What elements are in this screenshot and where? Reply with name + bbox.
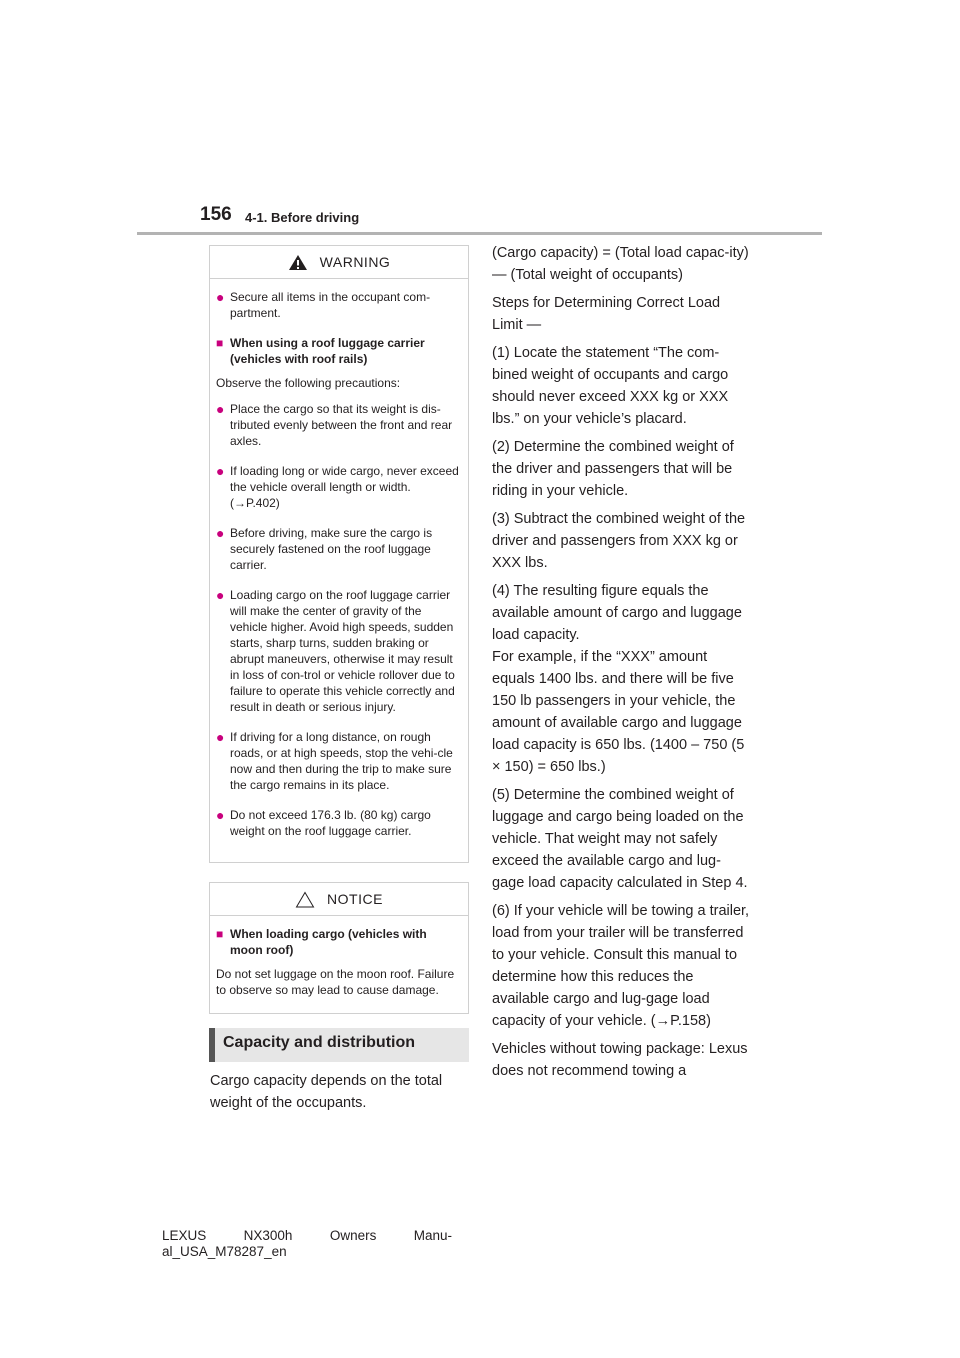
warning-title: WARNING	[319, 254, 391, 270]
warning-header: WARNING	[210, 246, 468, 279]
right-column: (Cargo capacity) = (Total load capac-ity…	[492, 242, 750, 1088]
footer-line-2: al_USA_M78287_en	[162, 1244, 287, 1259]
notice-box: NOTICE ■ When loading cargo (vehicles wi…	[209, 882, 469, 1014]
footer-word: Manu-	[413, 1228, 452, 1243]
notice-text: Do not set luggage on the moon roof. Fai…	[216, 967, 455, 997]
paragraph: Vehicles without towing package: Lexus d…	[492, 1041, 748, 1079]
caution-icon	[295, 891, 315, 907]
notice-header: NOTICE	[210, 883, 468, 916]
header-divider	[137, 232, 822, 235]
footer-word: Owners	[329, 1228, 377, 1243]
bullet-icon: ●	[216, 729, 225, 745]
notice-title: NOTICE	[327, 891, 383, 907]
paragraph: (2) Determine the combined weight of the…	[492, 439, 734, 499]
square-bullet-icon: ■	[216, 336, 224, 350]
bullet-icon: ●	[216, 401, 225, 417]
paragraph: For example, if the “XXX” amount equals …	[492, 649, 745, 775]
warning-item: ● Place the cargo so that its weight is …	[216, 401, 453, 448]
capacity-heading: Capacity and distribution	[209, 1028, 469, 1062]
bullet-icon: ●	[216, 289, 225, 305]
warning-icon	[288, 254, 307, 270]
paragraph: (3) Subtract the combined weight of the …	[492, 511, 746, 571]
bullet-icon: ●	[216, 463, 225, 479]
capacity-text: Cargo capacity depends on the total weig…	[210, 1073, 443, 1111]
warning-item: ● Loading cargo on the roof luggage carr…	[216, 587, 455, 714]
paragraph: (1) Locate the statement “The com-bined …	[492, 345, 729, 427]
warning-item: ● Do not exceed 176.3 lb. (80 kg) cargo …	[216, 807, 431, 838]
page-number: 156	[200, 204, 232, 225]
section-title: 4-1. Before driving	[245, 210, 360, 225]
warning-intro: Observe the following precautions:	[216, 376, 401, 390]
paragraph: (5) Determine the combined weight of lug…	[492, 787, 748, 891]
warning-item: ● If driving for a long distance, on rou…	[216, 729, 453, 792]
footer-word: NX300h	[243, 1228, 293, 1243]
paragraph: (4) The resulting figure equals the avai…	[492, 583, 742, 643]
square-bullet-icon: ■	[216, 927, 224, 941]
notice-subheading: ■ When loading cargo (vehicles with moon…	[216, 927, 427, 957]
paragraph: (Cargo capacity) = (Total load capac-ity…	[492, 245, 749, 283]
warning-box: WARNING ● Secure all items in the occupa…	[209, 245, 469, 863]
warning-item: ● Before driving, make sure the cargo is…	[216, 525, 433, 572]
warning-item: ● Secure all items in the occupant com-p…	[216, 289, 431, 320]
bullet-icon: ●	[216, 587, 225, 603]
paragraph: Steps for Determining Correct Load Limit…	[492, 295, 721, 333]
footer-word: LEXUS	[162, 1228, 207, 1243]
bullet-icon: ●	[216, 807, 225, 823]
footer: LEXUS NX300h Owners Manu- al_USA_M78287_…	[162, 1228, 452, 1260]
bullet-icon: ●	[216, 525, 225, 541]
warning-subheading: ■ When using a roof luggage carrier (veh…	[216, 336, 425, 366]
warning-item: ● If loading long or wide cargo, never e…	[216, 463, 459, 510]
paragraph: (6) If your vehicle will be towing a tra…	[492, 903, 750, 1029]
